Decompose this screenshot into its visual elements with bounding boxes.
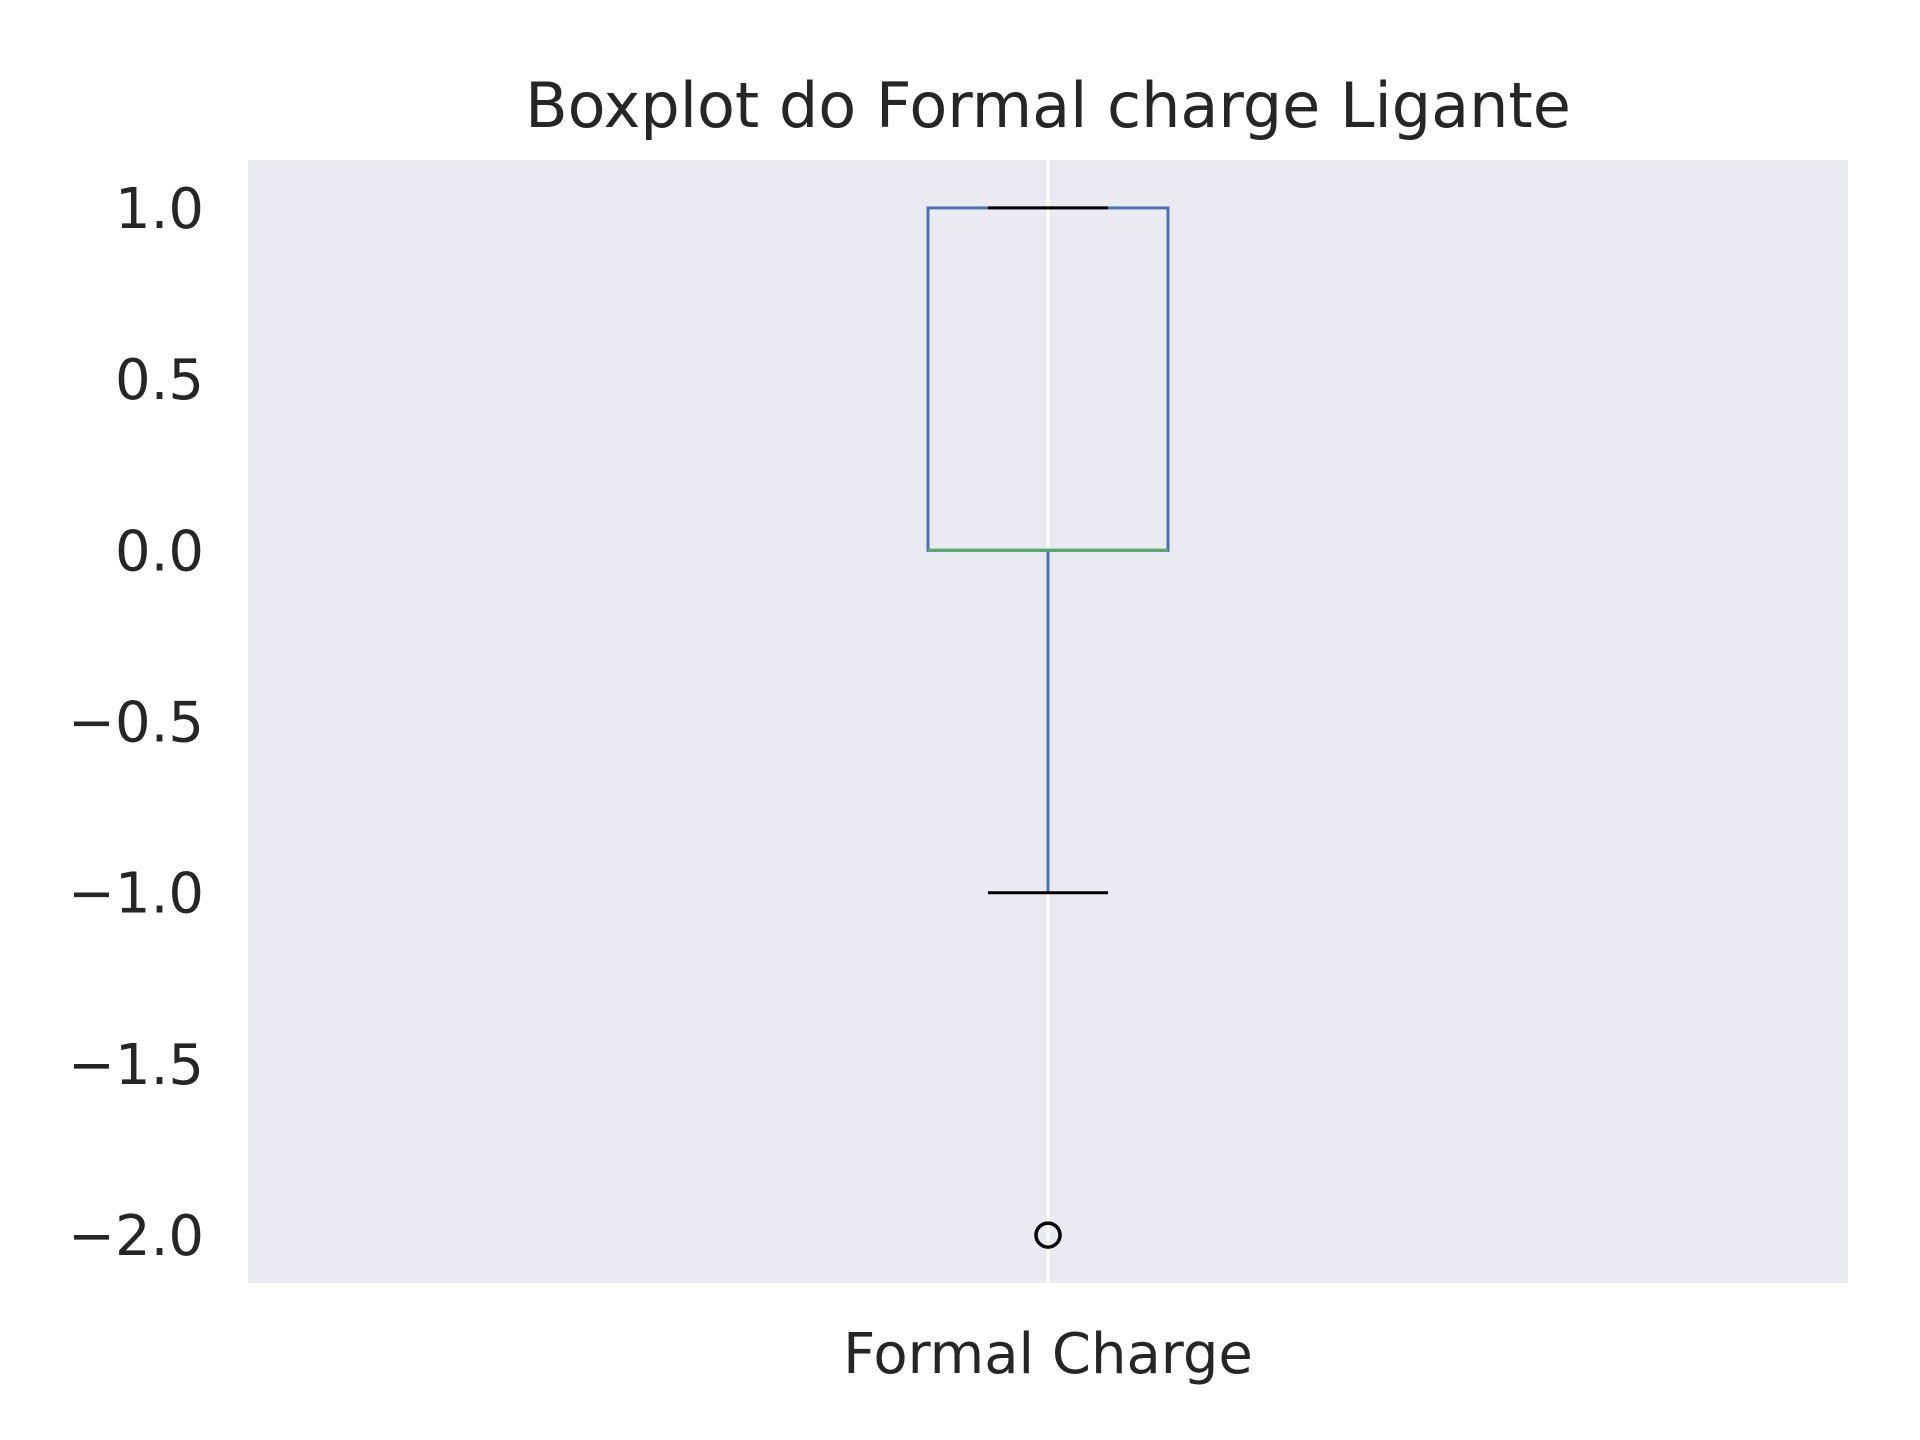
marks-layer: [926, 206, 1170, 1249]
y-tick-label: −2.0: [68, 1204, 204, 1269]
chart-title: Boxplot do Formal charge Ligante: [525, 69, 1571, 142]
y-tick-label: −1.5: [68, 1033, 204, 1098]
y-tick-label: 0.5: [115, 348, 204, 413]
y-tick-label: 0.0: [115, 519, 204, 584]
y-tick-label: −0.5: [68, 691, 204, 756]
y-tick-labels: 1.0 0.5 0.0 −0.5 −1.0 −1.5 −2.0: [68, 177, 204, 1269]
y-tick-label: −1.0: [68, 862, 204, 927]
outlier-point: [1034, 1221, 1062, 1249]
y-tick-label: 1.0: [115, 177, 204, 242]
x-tick-labels: Formal Charge: [843, 1322, 1253, 1387]
x-tick-label: Formal Charge: [843, 1322, 1253, 1387]
